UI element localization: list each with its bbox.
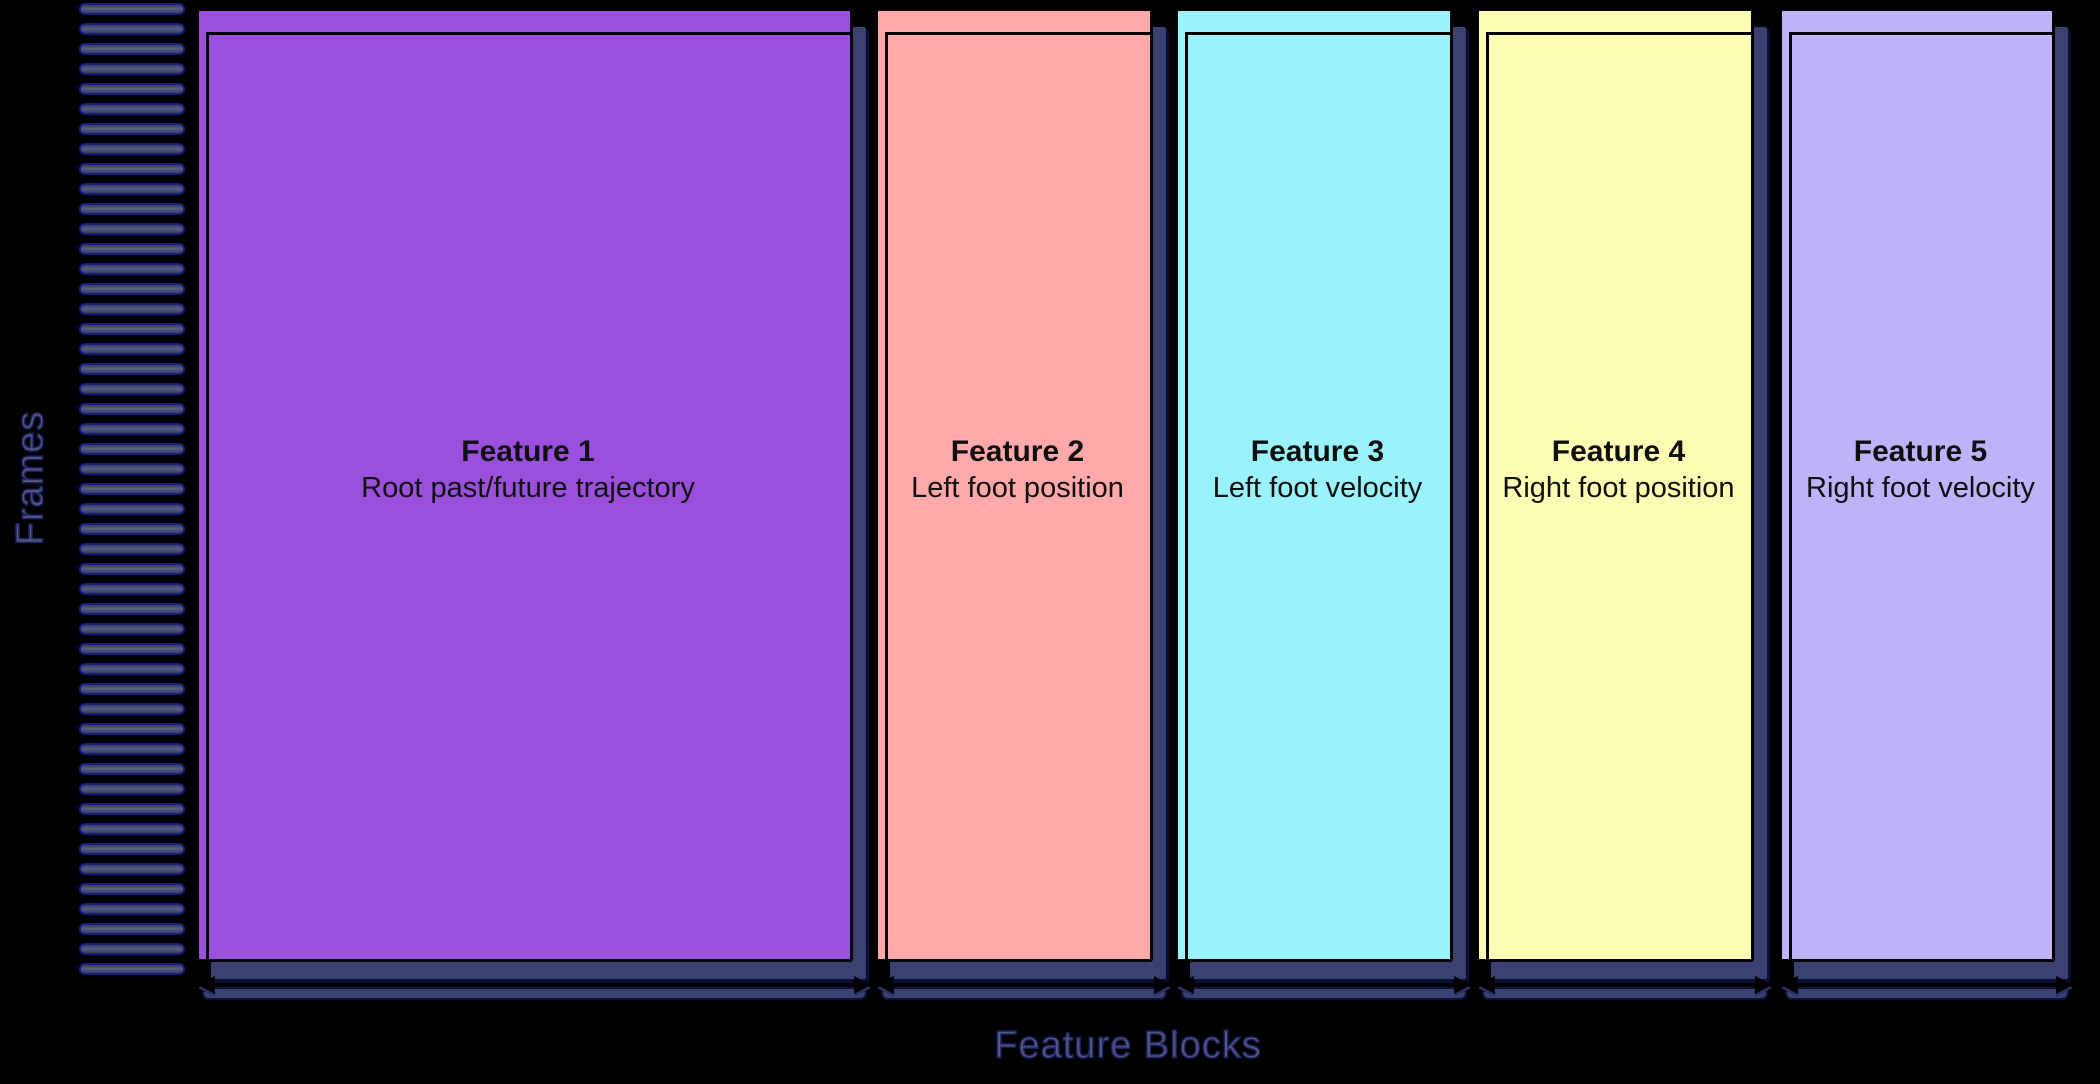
frame-row-bar	[79, 223, 185, 235]
frame-row-bar	[79, 83, 185, 95]
block-title: Feature 5	[1853, 435, 1988, 468]
block-subtitle: Root past/future trajectory	[361, 472, 695, 504]
arrowhead-right-icon	[2056, 976, 2073, 994]
frame-row-bar	[79, 43, 185, 55]
frame-row-bar	[79, 803, 185, 815]
block-label-group: Feature 1 Root past/future trajectory	[206, 6, 850, 933]
frame-row-bar	[79, 123, 185, 135]
block-subtitle: Right foot position	[1502, 472, 1735, 504]
arrow-line	[1793, 984, 2061, 987]
block-title: Feature 3	[1250, 435, 1385, 468]
frame-row-bar	[79, 703, 185, 715]
arrow-shadow-bar	[1482, 987, 1768, 1000]
frame-row-bar	[79, 903, 185, 915]
arrow-shadow-bar	[1181, 987, 1467, 1000]
arrowhead-right-icon	[1755, 976, 1772, 994]
arrowhead-left-icon	[198, 976, 215, 994]
frame-row-bar	[79, 103, 185, 115]
frame-row-bar	[79, 543, 185, 555]
frame-row-bar	[79, 383, 185, 395]
block-width-arrow	[198, 976, 871, 1003]
frame-row-bar	[79, 363, 185, 375]
frame-row-bar	[79, 63, 185, 75]
feature-block: Feature 4 Right foot position	[1476, 8, 1754, 962]
frame-row-bar	[79, 743, 185, 755]
arrowhead-left-icon	[1478, 976, 1495, 994]
block-title: Feature 4	[1551, 435, 1686, 468]
frame-row-bar	[79, 523, 185, 535]
block-width-arrow	[1781, 976, 2073, 1003]
block-label-group: Feature 4 Right foot position	[1486, 6, 1751, 933]
frame-row-bar	[79, 623, 185, 635]
frame-row-bar	[79, 643, 185, 655]
frame-row-bar	[79, 963, 185, 975]
frame-row-bar	[79, 323, 185, 335]
frame-row-bar	[79, 583, 185, 595]
frame-row-bar	[79, 403, 185, 415]
frame-row-bar	[79, 3, 185, 15]
frame-row-bar	[79, 823, 185, 835]
frame-row-bar	[79, 283, 185, 295]
frame-row-bar	[79, 503, 185, 515]
frame-row-bar	[79, 143, 185, 155]
feature-block: Feature 1 Root past/future trajectory	[196, 8, 853, 962]
block-width-arrow	[877, 976, 1171, 1003]
frame-row-bar	[79, 783, 185, 795]
block-subtitle: Left foot position	[911, 472, 1124, 504]
block-label-group: Feature 5 Right foot velocity	[1789, 6, 2052, 933]
frame-row-bar	[79, 183, 185, 195]
frame-row-bar	[79, 603, 185, 615]
frame-row-bar	[79, 663, 185, 675]
arrowhead-right-icon	[1154, 976, 1171, 994]
frame-row-bar	[79, 683, 185, 695]
block-label-group: Feature 2 Left foot position	[885, 6, 1150, 933]
frame-row-bar	[79, 423, 185, 435]
arrow-shadow-bar	[881, 987, 1167, 1000]
arrowhead-left-icon	[1781, 976, 1798, 994]
arrowhead-right-icon	[1454, 976, 1471, 994]
frame-row-bar	[79, 463, 185, 475]
frame-row-bar	[79, 883, 185, 895]
frame-row-bar	[79, 243, 185, 255]
arrowhead-right-icon	[854, 976, 871, 994]
feature-block: Feature 5 Right foot velocity	[1779, 8, 2055, 962]
frame-row-bar	[79, 303, 185, 315]
block-label-group: Feature 3 Left foot velocity	[1185, 6, 1450, 933]
feature-block: Feature 2 Left foot position	[875, 8, 1153, 962]
arrowhead-left-icon	[877, 976, 894, 994]
block-width-arrow	[1478, 976, 1772, 1003]
frame-row-bar	[79, 163, 185, 175]
frame-row-bar	[79, 723, 185, 735]
frames-axis-label: Frames	[9, 410, 53, 546]
frame-row-bar	[79, 863, 185, 875]
block-title: Feature 1	[461, 435, 595, 468]
feature-block: Feature 3 Left foot velocity	[1175, 8, 1453, 962]
block-subtitle: Left foot velocity	[1212, 472, 1423, 504]
frame-row-bar	[79, 443, 185, 455]
arrow-line	[1189, 984, 1459, 987]
frame-row-bar	[79, 203, 185, 215]
frame-row-bar	[79, 23, 185, 35]
frame-row-bar	[79, 943, 185, 955]
frame-row-bar	[79, 763, 185, 775]
block-subtitle: Right foot velocity	[1806, 472, 2035, 504]
frame-row-bar	[79, 263, 185, 275]
frame-row-bar	[79, 923, 185, 935]
arrow-line	[210, 984, 859, 987]
frame-row-bar	[79, 343, 185, 355]
arrow-line	[889, 984, 1159, 987]
block-width-arrow	[1177, 976, 1471, 1003]
arrow-shadow-bar	[202, 987, 867, 1000]
frame-rows-stack	[79, 3, 185, 983]
arrow-shadow-bar	[1785, 987, 2069, 1000]
frame-row-bar	[79, 483, 185, 495]
frame-row-bar	[79, 843, 185, 855]
arrowhead-left-icon	[1177, 976, 1194, 994]
feature-blocks-axis-label: Feature Blocks	[994, 1024, 1262, 1068]
arrow-line	[1490, 984, 1760, 987]
frame-row-bar	[79, 563, 185, 575]
block-title: Feature 2	[950, 435, 1085, 468]
